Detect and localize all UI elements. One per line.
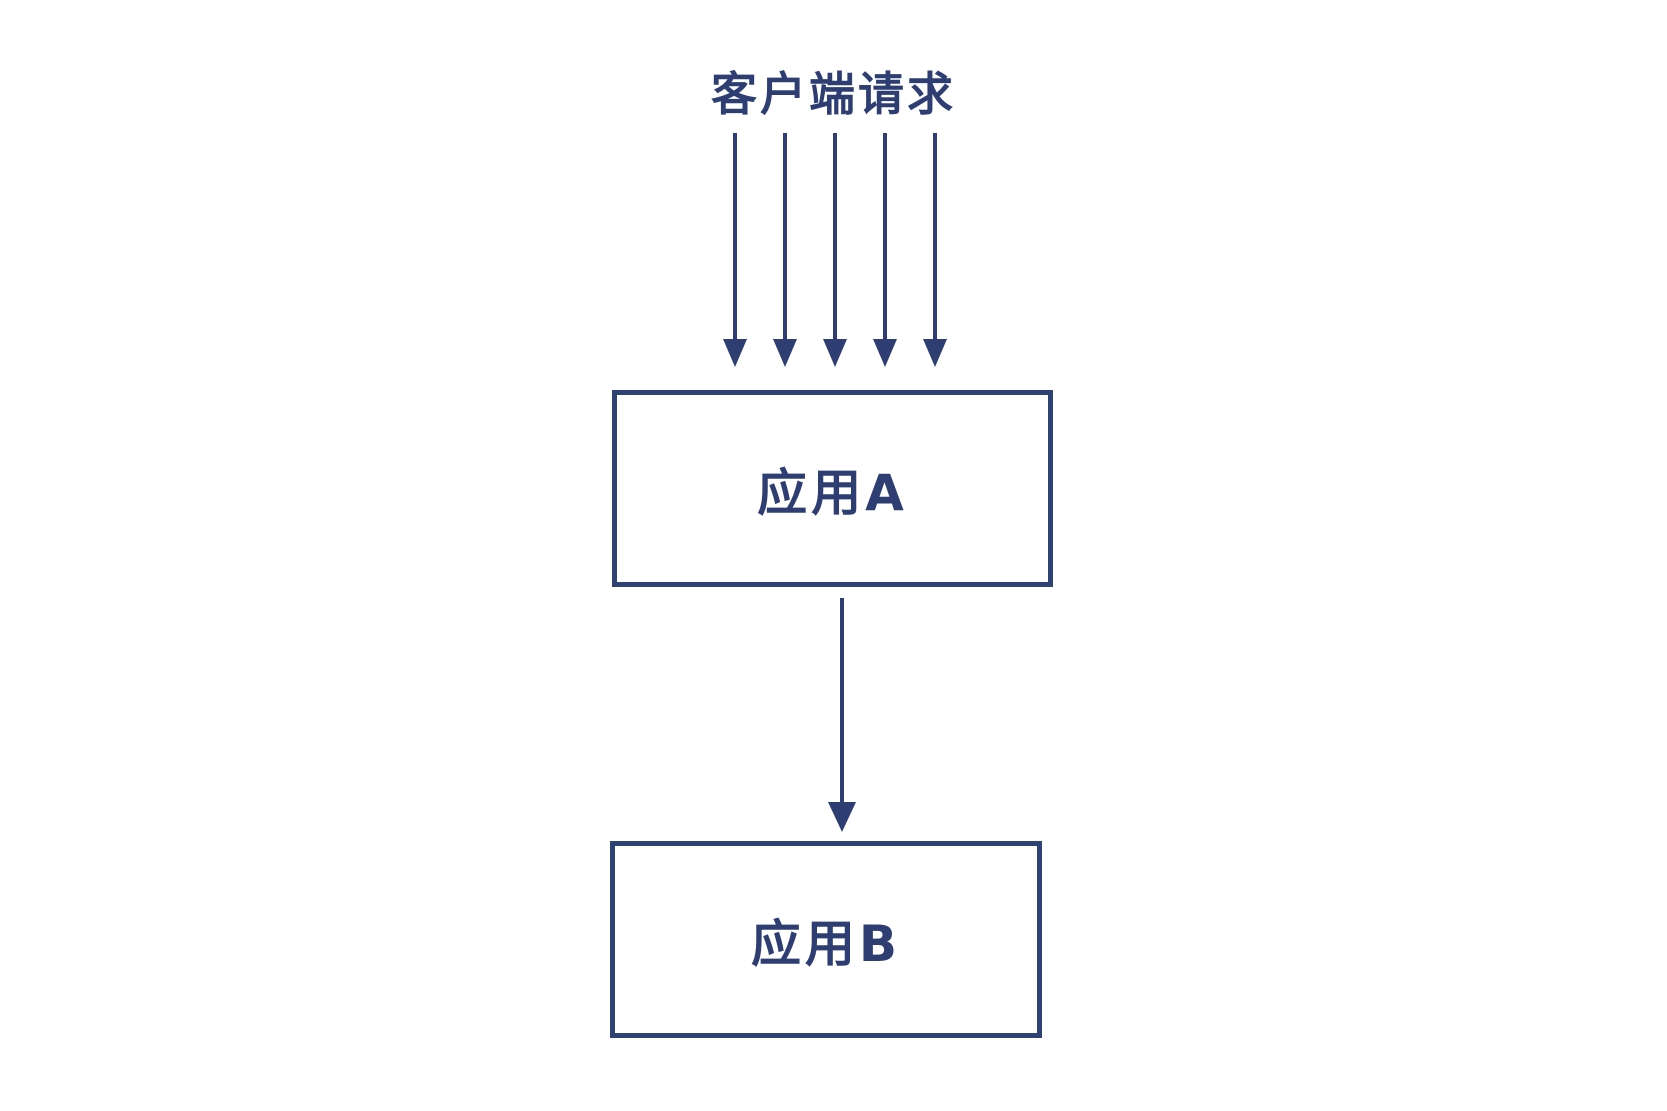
request-arrows xyxy=(723,133,947,367)
request-arrow-down-3 xyxy=(823,133,847,367)
request-arrow-down-5 xyxy=(923,133,947,367)
app-b-box: 应用B xyxy=(610,841,1042,1038)
request-arrow-down-1 xyxy=(723,133,747,367)
request-arrow-down-4 xyxy=(873,133,897,367)
request-arrow-down-2 xyxy=(773,133,797,367)
diagram-title: 客户端请求 xyxy=(711,67,956,121)
app-a-box: 应用A xyxy=(612,390,1053,587)
app-a-to-app-b-arrow xyxy=(828,598,856,832)
app-a-label: 应用A xyxy=(757,463,908,522)
app-b-label: 应用B xyxy=(750,914,902,973)
